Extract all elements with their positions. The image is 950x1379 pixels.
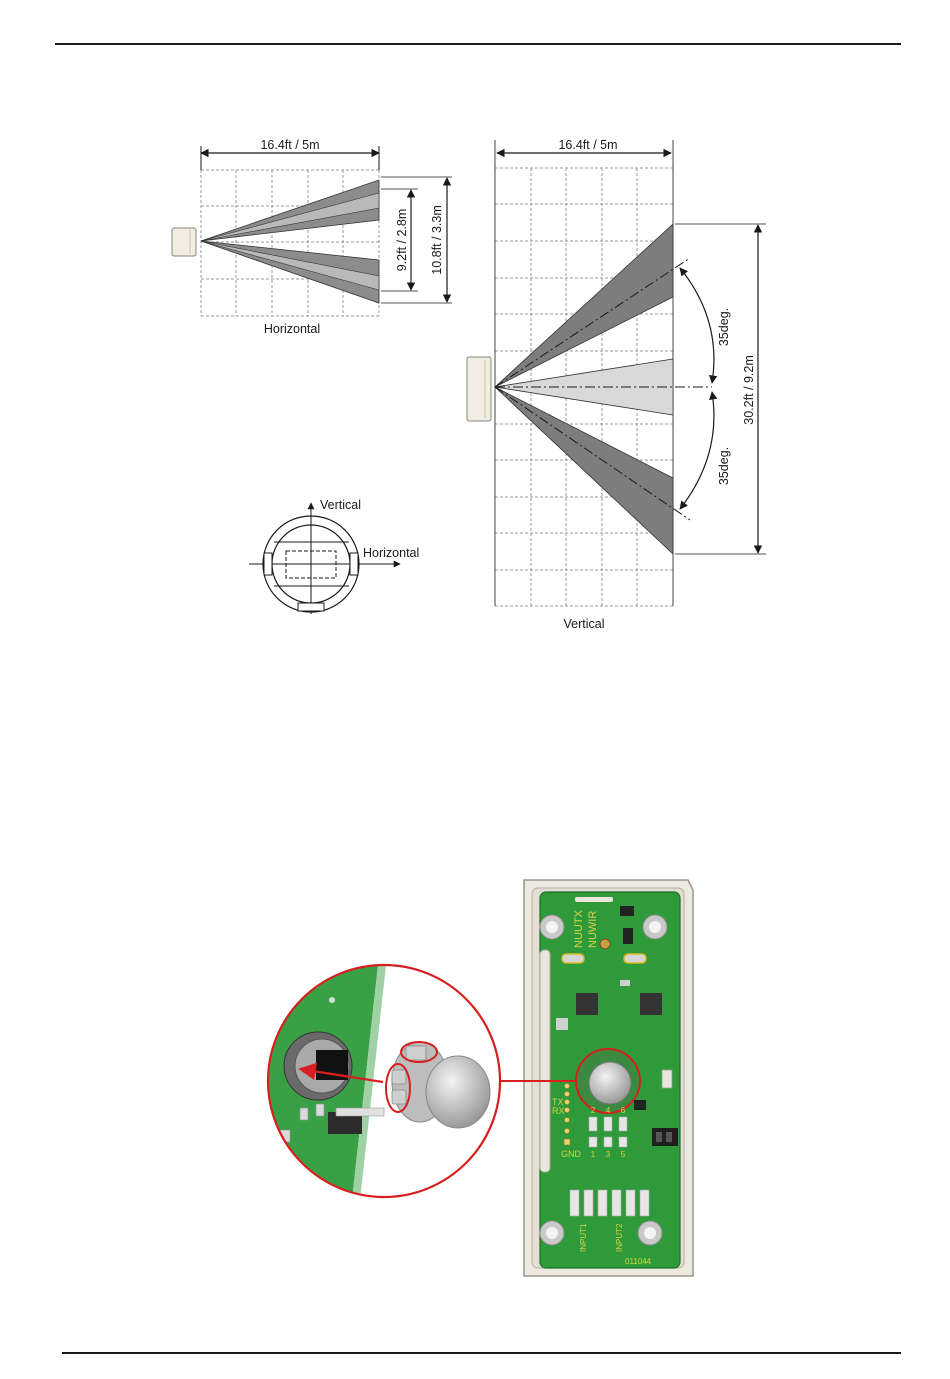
outer-height-dimension-label: 10.8ft / 3.3m: [430, 205, 444, 274]
vertical-coverage-diagram: 35deg. 35deg. 16.4ft / 5m 30.2ft / 9.2m …: [467, 138, 766, 631]
orientation-vertical-label: Vertical: [320, 498, 361, 512]
pcb-model-label: NUWIR: [587, 911, 599, 948]
inner-height-dimension-label: 9.2ft / 2.8m: [395, 209, 409, 272]
bottom-rule: [62, 1352, 901, 1354]
pcb-gnd-label: GND: [561, 1149, 582, 1159]
sensor-dome: [426, 1056, 490, 1128]
upper-angle-label: 35deg.: [717, 308, 731, 346]
jumper-connector: [652, 1128, 678, 1146]
vertical-caption: Vertical: [564, 617, 605, 631]
pcb-input2-label: INPUT2: [615, 1223, 624, 1252]
detector-icon: [172, 228, 196, 256]
vertical-height-dimension-label: 30.2ft / 9.2m: [742, 355, 756, 424]
pin-label: 6: [621, 1106, 626, 1115]
pin-label: 5: [621, 1150, 626, 1159]
pcb-input1-label: INPUT1: [579, 1223, 588, 1252]
lens-orientation-diagram: Vertical Horizontal: [249, 498, 419, 614]
pcb-code-label: 011044: [625, 1257, 652, 1266]
pyro-sensor: [589, 1062, 631, 1104]
pcb-model-label: NUUTX: [573, 909, 585, 948]
pin-label: 2: [591, 1106, 596, 1115]
pcb-chip: [640, 993, 662, 1015]
vertical-width-dimension-label: 16.4ft / 5m: [558, 138, 617, 152]
upper-angle-arc: [680, 268, 714, 383]
beam-upper-vertical: [495, 224, 673, 387]
beam-lower-vertical: [495, 387, 673, 554]
lower-angle-label: 35deg.: [717, 447, 731, 485]
orientation-horizontal-label: Horizontal: [363, 546, 419, 560]
horizontal-caption: Horizontal: [264, 322, 320, 336]
horizontal-coverage-diagram: 16.4ft / 5m 9.2ft / 2.8m 10.8ft / 3.3m H…: [172, 138, 452, 336]
pin-label: 3: [606, 1150, 611, 1159]
sensor-zoom-callout: [268, 965, 500, 1200]
pin-label: 1: [591, 1150, 596, 1159]
pcb-illustration: NUUTX NUWIR TX RX GND 2 4 6 1 3 5 INPUT1…: [498, 880, 693, 1276]
pcb-chip: [576, 993, 598, 1015]
width-dimension-label: 16.4ft / 5m: [260, 138, 319, 152]
lower-angle-arc: [680, 392, 714, 509]
pin-label: 4: [606, 1106, 611, 1115]
detector-icon-vertical: [467, 357, 491, 421]
pcb-rx-label: RX: [552, 1106, 565, 1116]
